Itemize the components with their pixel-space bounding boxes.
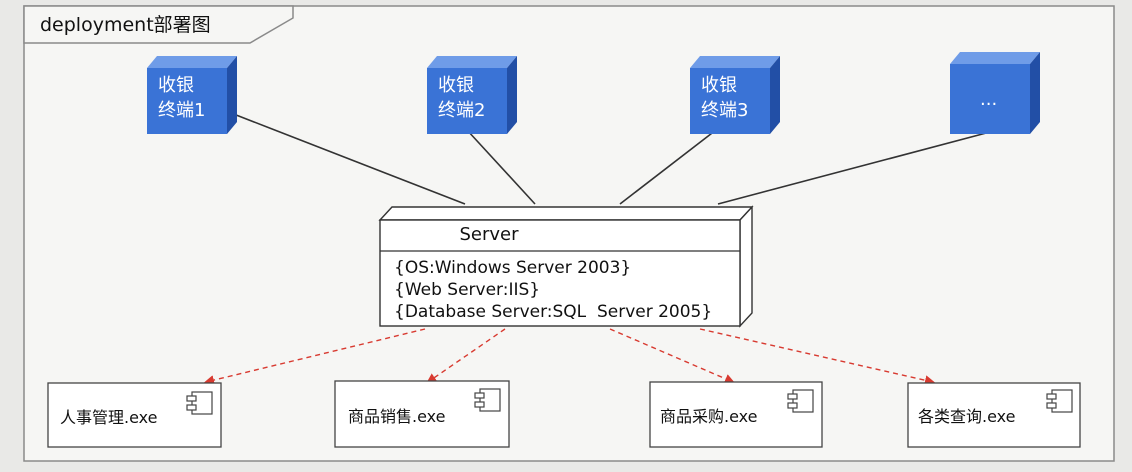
dependency-arrow-4 <box>699 328 935 386</box>
component-box-2 <box>334 380 510 448</box>
server-prop-db: {Database Server:SQL Server 2005} <box>394 302 713 322</box>
dependency-arrow-3 <box>609 328 735 384</box>
terminal-label-more: ... <box>980 87 997 112</box>
component-label-4: 各类查询.exe <box>918 407 1016 426</box>
component-icon <box>1046 389 1073 413</box>
component-box-3 <box>649 381 823 448</box>
dependency-arrow-2 <box>426 328 506 384</box>
component-box-4 <box>907 382 1081 448</box>
terminal-node-1 <box>147 56 237 134</box>
server-prop-os: {OS:Windows Server 2003} <box>394 258 632 278</box>
server-node <box>378 205 754 328</box>
server-prop-web: {Web Server:IIS} <box>394 280 541 300</box>
terminal-label-line1: 收银 <box>158 75 194 96</box>
association-line-1 <box>230 112 466 205</box>
association-line-4 <box>717 131 991 205</box>
terminal-label-line2: 终端1 <box>158 100 206 121</box>
terminal-label-line1: ... <box>980 89 998 110</box>
frame-title-tab <box>23 5 294 44</box>
component-icon <box>186 391 213 415</box>
component-box-1 <box>47 382 222 448</box>
terminal-label-line2: 终端2 <box>438 100 486 121</box>
frame-title: deployment部署图 <box>40 14 211 36</box>
terminal-node-3 <box>690 56 780 134</box>
terminal-label-line1: 收银 <box>438 75 474 96</box>
server-name: Server <box>459 224 519 245</box>
terminal-label-line1: 收银 <box>701 75 737 96</box>
association-line-3 <box>619 129 717 205</box>
component-icon <box>474 388 501 412</box>
association-line-2 <box>466 129 536 205</box>
component-icon <box>787 389 814 413</box>
terminal-label-2: 收银终端2 <box>438 73 485 123</box>
terminal-label-1: 收银终端1 <box>158 73 205 123</box>
terminal-node-more <box>950 52 1040 134</box>
component-label-1: 人事管理.exe <box>60 408 158 427</box>
dependency-arrow-1 <box>204 328 426 385</box>
component-label-3: 商品采购.exe <box>660 407 758 426</box>
terminal-label-3: 收银终端3 <box>701 73 748 123</box>
terminal-node-2 <box>427 56 517 134</box>
terminal-label-line2: 终端3 <box>701 100 749 121</box>
component-label-2: 商品销售.exe <box>348 407 446 426</box>
